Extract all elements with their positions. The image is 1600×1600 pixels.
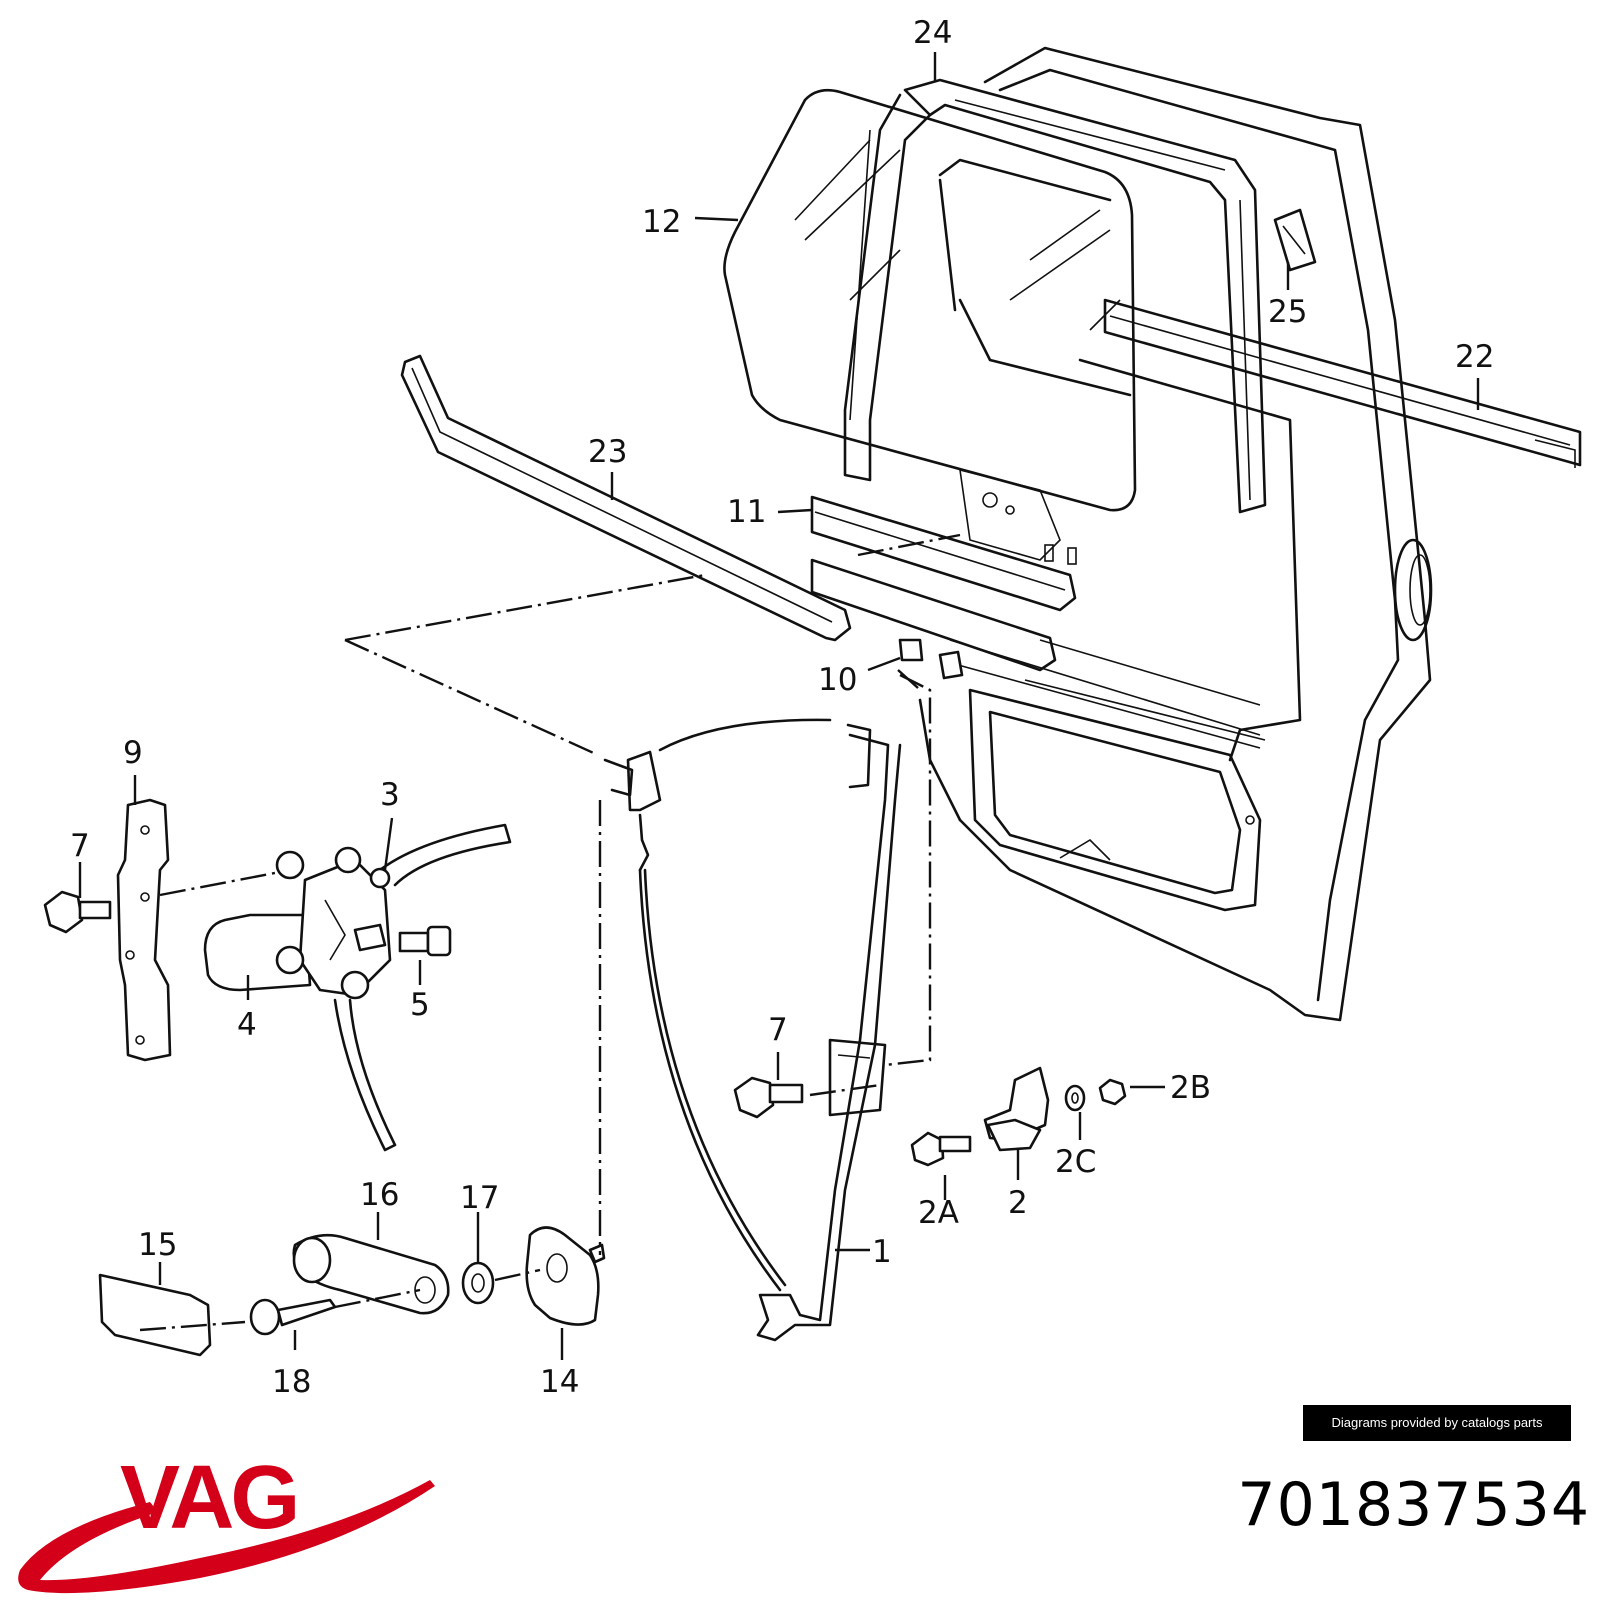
callout-labels: 24 12 25 22 23 11 10 9 7 3 4 5 7 1 2B 2C… [70, 15, 1494, 1400]
callout-10: 10 [818, 662, 857, 698]
clips [898, 638, 964, 680]
logo-swoosh [18, 1480, 435, 1594]
callout-25: 25 [1268, 294, 1307, 330]
callout-14: 14 [540, 1364, 579, 1400]
callout-16: 16 [360, 1177, 399, 1213]
callout-12: 12 [642, 204, 681, 240]
callout-2A: 2A [918, 1195, 959, 1231]
callout-2C: 2C [1055, 1144, 1096, 1180]
window-run-channel [843, 78, 1267, 514]
part-number: 701837534 [1237, 1470, 1590, 1540]
callout-15: 15 [138, 1227, 177, 1263]
inner-seal-strips [810, 495, 1077, 672]
callout-7-left: 7 [70, 828, 90, 864]
callout-3: 3 [380, 777, 400, 813]
credit-banner: Diagrams provided by catalogs parts [1303, 1405, 1571, 1441]
mounting-bracket [116, 798, 172, 1062]
callout-4: 4 [237, 1007, 257, 1043]
brand-logo: VAG [18, 1448, 435, 1594]
assembly-lines [139, 533, 961, 1332]
callout-23: 23 [588, 434, 627, 470]
fasteners [43, 890, 1127, 1167]
callout-22: 22 [1455, 339, 1494, 375]
callout-7-right: 7 [768, 1012, 788, 1048]
callout-24: 24 [913, 15, 952, 51]
callout-17: 17 [460, 1180, 499, 1216]
crank-handle-assembly [98, 1226, 606, 1357]
callout-2B: 2B [1170, 1070, 1211, 1106]
outer-seal-strip [400, 354, 852, 642]
callout-2: 2 [1008, 1185, 1028, 1221]
window-regulator [603, 718, 902, 1342]
callout-5: 5 [410, 987, 430, 1023]
leader-lines [78, 52, 1480, 1360]
regulator-motor [203, 823, 512, 1152]
callout-1: 1 [872, 1234, 892, 1270]
logo-wordmark: VAG [120, 1448, 296, 1548]
callout-11: 11 [727, 494, 766, 530]
callout-9: 9 [123, 735, 143, 771]
callout-18: 18 [272, 1364, 311, 1400]
window-glass [723, 88, 1137, 512]
door-shell [918, 46, 1582, 1022]
